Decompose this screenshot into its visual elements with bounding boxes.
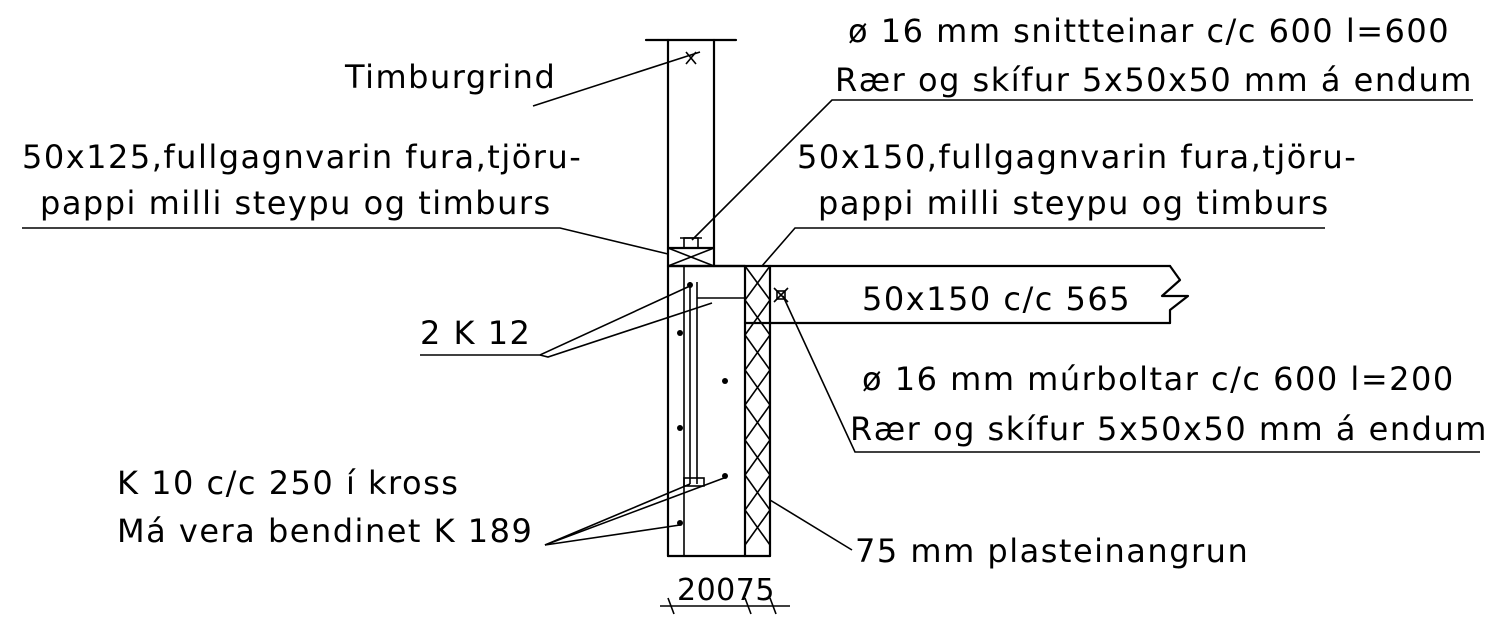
floor-joist [712,264,1190,325]
label-rebar-mesh-line2: Má vera bendinet K 189 [117,512,533,550]
label-rebar-top: 2 K 12 [420,314,531,352]
insulation-board [743,264,772,558]
label-dimension: 20075 [677,573,775,608]
label-murboltar-line2: Rær og skífur 5x50x50 mm á endum [850,410,1488,448]
label-plate-right-line2: pappi milli steypu og timburs [818,184,1330,222]
sill-plate [666,237,716,268]
timber-frame [644,38,738,250]
leader-lines [22,51,1480,551]
label-joist: 50x150 c/c 565 [862,280,1131,318]
label-murboltar-line1: ø 16 mm múrboltar c/c 600 l=200 [862,360,1455,398]
label-insulation: 75 mm plasteinangrun [855,532,1249,570]
dimension-line [660,597,790,615]
label-timburgrind: Timburgrind [344,58,556,96]
label-plate-left-line2: pappi milli steypu og timburs [40,184,552,222]
label-plate-right-line1: 50x150,fullgagnvarin fura,tjöru- [797,138,1357,176]
concrete-wall [666,264,747,558]
label-rebar-mesh-line1: K 10 c/c 250 í kross [117,464,459,502]
label-plate-left-line1: 50x125,fullgagnvarin fura,tjöru- [22,138,582,176]
label-snittteinar-line2: Rær og skífur 5x50x50 mm á endum [835,61,1473,99]
label-snittteinar-line1: ø 16 mm snittteinar c/c 600 l=600 [848,12,1450,50]
